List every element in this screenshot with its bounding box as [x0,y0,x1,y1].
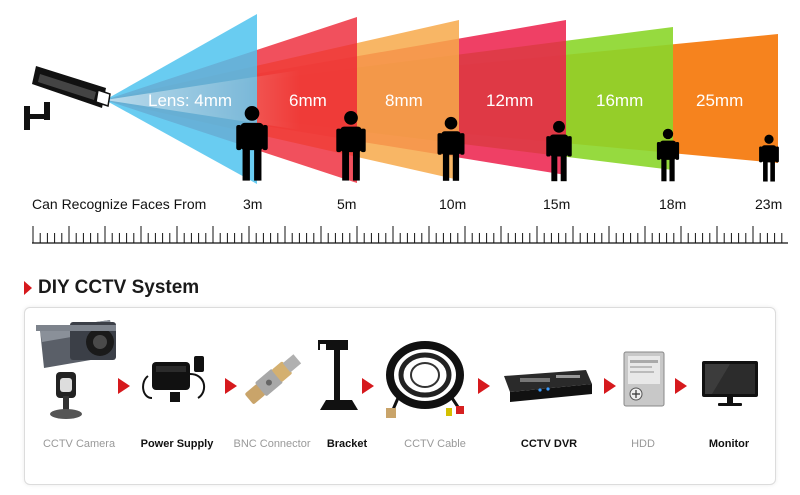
flow-arrow-icon [225,378,237,394]
section-title-text: DIY CCTV System [38,277,200,298]
lens-fov-diagram: Lens: 4mm 6mm 8mm 12mm 16mm 25mm [24,14,788,244]
person-icon [236,106,268,181]
person-icon [336,110,366,181]
distance-label-23m: 23m [755,196,782,212]
distance-labels: 3m 5m 10m 15m 18m 23m [243,196,782,212]
item-label-power-supply: Power Supply [140,438,214,450]
bnc-connector-icon [245,354,302,404]
item-label-bracket: Bracket [326,438,368,450]
bullet-camera-icon [36,320,116,419]
item-label-bnc-connector: BNC Connector [233,438,311,450]
dvr-icon [504,370,592,402]
item-label-monitor: Monitor [708,438,750,450]
distance-label-18m: 18m [659,196,686,212]
title-arrow-icon [24,281,32,295]
recognition-caption: Can Recognize Faces From [32,196,206,212]
section-title: DIY CCTV System [24,276,199,300]
lens-label-25mm: 25mm [696,91,743,110]
lens-label-4mm: Lens: 4mm [148,91,232,110]
lens-label-16mm: 16mm [596,91,643,110]
item-label-cctv-camera: CCTV Camera [42,438,116,450]
person-icon [759,134,779,182]
distance-label-15m: 15m [543,196,570,212]
item-label-cctv-cable: CCTV Cable [404,438,466,450]
item-label-cctv-dvr: CCTV DVR [520,438,578,450]
person-icon [437,116,465,181]
fov-cones [105,14,778,184]
flow-arrow-icon [604,378,616,394]
distance-label-5m: 5m [337,196,356,212]
lens-labels: Lens: 4mm 6mm 8mm 12mm 16mm 25mm [148,91,743,110]
flow-arrow-icon [118,378,130,394]
security-camera-icon [24,66,111,130]
coil-cable-icon [386,341,464,418]
lens-label-8mm: 8mm [385,91,423,110]
flow-arrow-icon [362,378,374,394]
distance-label-10m: 10m [439,196,466,212]
bracket-icon [318,340,358,410]
person-icon [546,120,572,182]
person-icon [656,128,680,182]
power-adapter-icon [142,356,206,402]
flow-arrows [118,378,687,394]
flow-arrow-icon [675,378,687,394]
lens-label-6mm: 6mm [289,91,327,110]
distance-ruler [32,226,788,244]
monitor-icon [702,361,758,406]
lens-label-12mm: 12mm [486,91,533,110]
distance-label-3m: 3m [243,196,262,212]
hard-drive-icon [623,351,665,407]
person-silhouettes [236,106,779,182]
flow-arrow-icon [478,378,490,394]
item-label-hdd: HDD [631,438,655,450]
